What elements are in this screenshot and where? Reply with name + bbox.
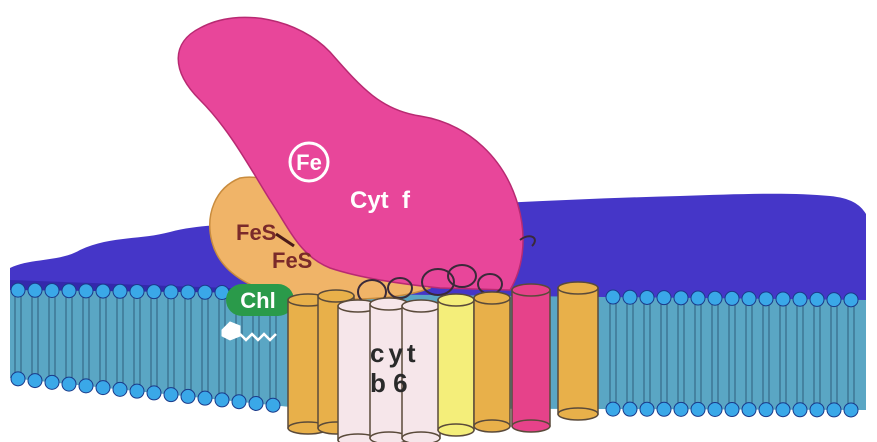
helix-body [512,290,550,426]
helix-body [438,300,474,430]
lipid-head [181,285,195,299]
lipid-head [45,375,59,389]
lipid-head [657,402,671,416]
fe-label: Fe [296,150,322,175]
lipid-head [657,291,671,305]
lipid-head [708,291,722,305]
lipid-head [640,402,654,416]
helix-cylinder [558,282,598,420]
lipid-head [827,293,841,307]
lipid-head [640,290,654,304]
chl-label: Chl [240,288,275,313]
lipid-head [776,403,790,417]
lipid-head [776,292,790,306]
lipid-head [28,374,42,388]
lipid-head [96,381,110,395]
helix-cylinder [402,300,440,442]
lipid-head [198,391,212,405]
lipid-head [11,372,25,386]
lipid-head [725,403,739,417]
helix-bottom [512,420,550,432]
lipid-head [266,398,280,412]
fes-label-2: FeS [272,248,312,273]
helix-top [474,292,510,304]
helix-top [402,300,440,312]
lipid-head [759,403,773,417]
helix-top [558,282,598,294]
lipid-head [164,285,178,299]
lipid-head [249,396,263,410]
helix-body [474,298,510,426]
helix-bottom [558,408,598,420]
lipid-head [181,389,195,403]
helix-top [512,284,550,296]
cyt-b6-label-line1: cyt [370,338,420,368]
lipid-head [79,284,93,298]
lipid-head [113,382,127,396]
lipid-head [691,291,705,305]
helix-cylinder [512,284,550,432]
lipid-head [691,402,705,416]
helix-body [558,288,598,414]
lipid-head [606,290,620,304]
lipid-head [45,283,59,297]
helix-top [438,294,474,306]
lipid-head [793,403,807,417]
lipid-head [810,403,824,417]
lipid-head [164,388,178,402]
lipid-head [742,292,756,306]
lipid-head [130,384,144,398]
lipid-head [708,402,722,416]
helix-bottom [402,432,440,442]
lipid-head [130,284,144,298]
cyt-f-label: Cyt f [350,187,411,214]
lipid-head [11,283,25,297]
lipid-head [844,293,858,307]
lipid-head [793,292,807,306]
lipid-head [759,292,773,306]
lipid-head [674,402,688,416]
helix-cylinder [474,292,510,432]
lipid-head [232,395,246,409]
helix-bottom [438,424,474,436]
lipid-head [215,393,229,407]
lipid-head [844,403,858,417]
lipid-head [606,402,620,416]
lipid-head [725,291,739,305]
helix-cylinder [438,294,474,436]
helix-bottom [474,420,510,432]
lipid-head [62,284,76,298]
lipid-head [28,283,42,297]
cyt-b6-label-line2: b 6 [370,368,408,398]
lipid-head [62,377,76,391]
lipid-head [674,291,688,305]
lipid-head [147,285,161,299]
fes-label-1: FeS [236,220,276,245]
lipid-head [623,290,637,304]
lipid-head [96,284,110,298]
lipid-head [198,285,212,299]
lipid-head [827,403,841,417]
lipid-head [79,379,93,393]
lipid-head [623,402,637,416]
lipid-head [810,292,824,306]
lipid-head [147,386,161,400]
helix-body [402,306,440,438]
lipid-head [742,403,756,417]
lipid-head [113,284,127,298]
